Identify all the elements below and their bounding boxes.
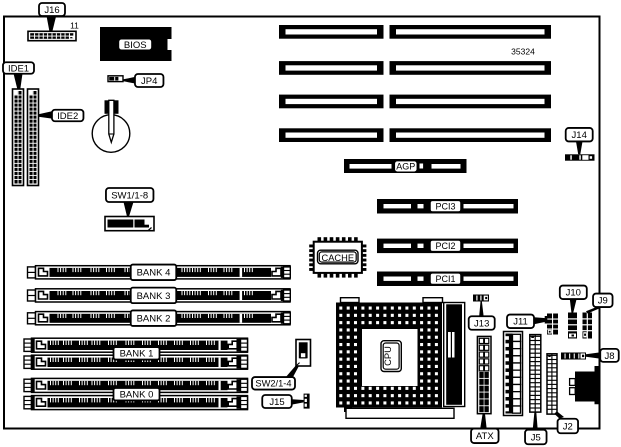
svg-text:J10: J10: [566, 288, 581, 299]
svg-text:ATX: ATX: [476, 431, 494, 442]
svg-text:BANK 2: BANK 2: [137, 314, 171, 325]
svg-text:CPU: CPU: [383, 346, 393, 366]
svg-text:IDE2: IDE2: [57, 111, 78, 122]
svg-text:J9: J9: [598, 296, 608, 307]
svg-text:BANK 3: BANK 3: [137, 291, 171, 302]
svg-text:J15: J15: [269, 397, 284, 408]
svg-text:J8: J8: [604, 351, 614, 362]
svg-text:J2: J2: [563, 421, 573, 432]
svg-text:PCI1: PCI1: [435, 274, 455, 284]
svg-text:PCI2: PCI2: [435, 241, 455, 251]
svg-text:BANK 0: BANK 0: [120, 390, 154, 401]
svg-text:J13: J13: [474, 318, 489, 329]
svg-text:J5: J5: [531, 432, 541, 443]
svg-text:JP4: JP4: [141, 76, 157, 87]
svg-text:J14: J14: [572, 130, 587, 141]
svg-text:J11: J11: [513, 317, 528, 328]
svg-text:SW1/1-8: SW1/1-8: [111, 190, 148, 201]
svg-text:BANK 4: BANK 4: [137, 268, 171, 279]
svg-text:BANK 1: BANK 1: [120, 349, 154, 360]
svg-text:35324: 35324: [511, 47, 535, 57]
svg-text:SW2/1-4: SW2/1-4: [255, 379, 291, 389]
svg-text:IDE1: IDE1: [8, 63, 29, 74]
svg-text:AGP: AGP: [396, 162, 415, 172]
svg-text:CACHE: CACHE: [322, 253, 355, 263]
svg-text:11: 11: [70, 21, 79, 31]
svg-text:BIOS: BIOS: [124, 40, 147, 51]
svg-text:J16: J16: [44, 5, 59, 16]
svg-text:PCI3: PCI3: [435, 201, 455, 211]
